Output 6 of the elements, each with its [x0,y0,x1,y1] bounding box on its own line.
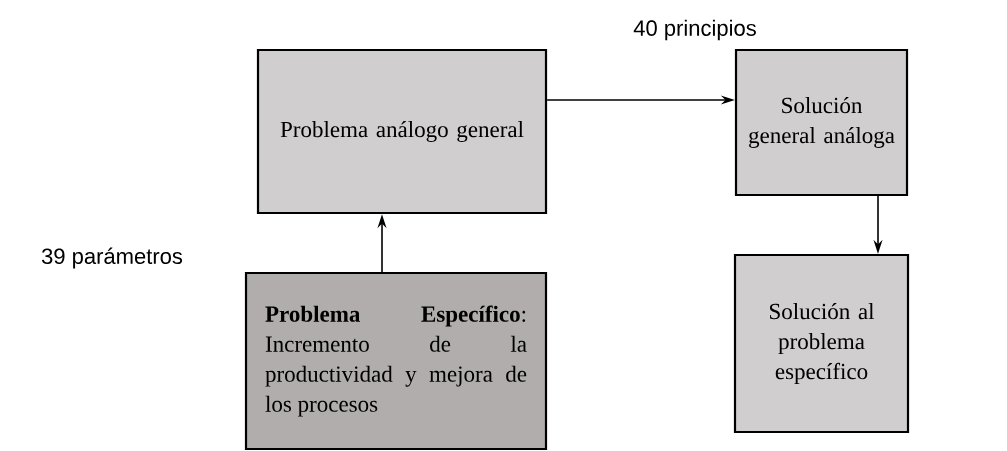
process-box: Solución general análoga [734,48,909,197]
process-box: Problema análogo general [256,48,548,215]
specific-problem-box: Problema Específico: Incremento de la productividad y mejora de los procesos [244,271,548,451]
text-label: 39 parámetros [41,247,183,269]
text-label: 40 principios [633,19,756,41]
process-box: Solución al problema específico [733,253,910,434]
